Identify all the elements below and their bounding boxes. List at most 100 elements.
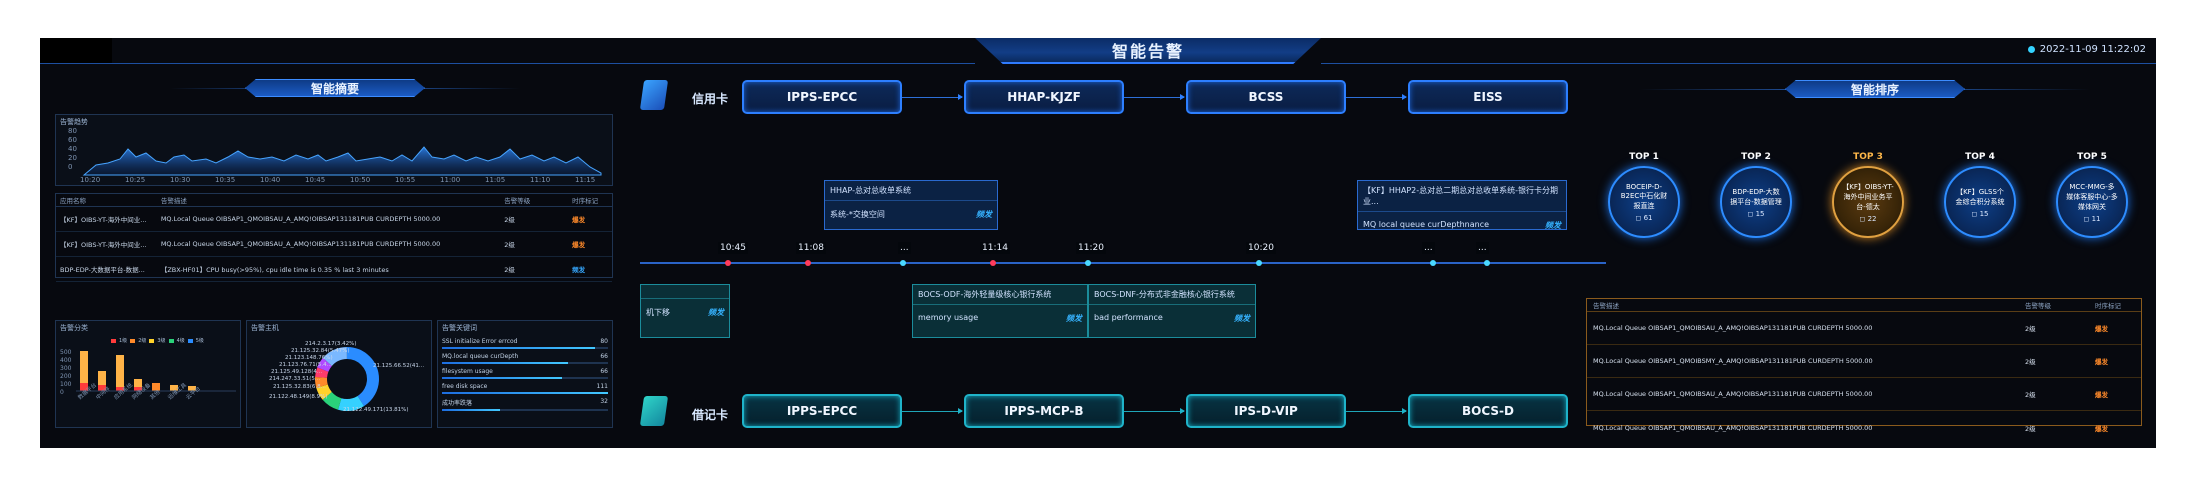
category-title: 告警分类 — [60, 324, 88, 332]
keyword-count: 32 — [600, 398, 608, 405]
node-debit-2[interactable]: IPPS-MCP-B — [964, 394, 1124, 428]
col-desc: 告警描述 — [160, 197, 187, 205]
bar — [116, 355, 124, 391]
table-row[interactable]: MQ.Local Queue OIBSAP1_QMOIBSMY_A_AMQ!OI… — [1587, 345, 2141, 378]
keyword-count: 80 — [600, 338, 608, 345]
row-desc: MQ.Local Queue OIBSAP1_QMOIBSAU_A_AMQ!OI… — [1593, 390, 1873, 398]
bar — [80, 351, 88, 391]
col-app: 应用名称 — [60, 197, 86, 205]
node-credit-4[interactable]: EISS — [1408, 80, 1568, 114]
table-row[interactable]: 【KF】OIBS-YT-海外中间业...MQ.Local Queue OIBSA… — [56, 232, 612, 257]
y-tick: 0 — [60, 389, 64, 396]
keyword-bar — [442, 377, 608, 379]
x-tick: 10:20 — [80, 176, 101, 184]
node-credit-2[interactable]: HHAP-KJZF — [964, 80, 1124, 114]
alert-tooltip[interactable]: HHAP-总对总收单系统 系统-*交换空间频发 — [824, 180, 998, 230]
node-label: BCSS — [1248, 90, 1284, 104]
trend-chart — [82, 146, 602, 176]
timeline-time: ... — [1476, 242, 1489, 254]
top-name: 【KF】OIBS-YT-海外中间业务平台-德太 — [1842, 182, 1894, 211]
host-label: 21.122.48.149(8.9%) — [269, 394, 328, 400]
row-tag: 爆发 — [2095, 325, 2108, 333]
host-label: 21.123.148.76%) — [285, 355, 333, 361]
node-debit-1[interactable]: IPPS-EPCC — [742, 394, 902, 428]
keyword-count: 111 — [596, 383, 608, 390]
top-count-wrap: ◻ 61 — [1635, 213, 1653, 222]
node-debit-4[interactable]: BOCS-D — [1408, 394, 1568, 428]
table-row[interactable]: MQ.Local Queue OIBSAP1_QMOIBSAU_A_AMQ!OI… — [1587, 312, 2141, 345]
alert-tooltip[interactable]: 机下移 频发 — [640, 284, 730, 338]
tooltip-body: memory usage — [918, 313, 979, 322]
keyword-name: MQ.local queue curDepth — [442, 353, 519, 360]
top-name: MCC-MMG-多媒体客服中心-多媒体网关 — [2066, 182, 2118, 211]
host-title: 告警主机 — [251, 324, 279, 332]
top-circle-3[interactable]: 【KF】OIBS-YT-海外中间业务平台-德太◻ 22 — [1832, 166, 1904, 238]
timeline-dot[interactable] — [1085, 260, 1091, 266]
table-header: 告警描述 告警等级 时序标记 — [1587, 299, 2141, 312]
row-desc: MQ.Local Queue OIBSAP1_QMOIBSAU_A_AMQ!OI… — [1593, 324, 1873, 332]
bar — [116, 387, 124, 391]
black-corner-block — [40, 38, 112, 64]
tooltip-title — [641, 285, 729, 299]
timeline-time: 10:20 — [1246, 242, 1276, 254]
tooltip-link[interactable]: 频发 — [976, 210, 992, 219]
tooltip-link[interactable]: 频发 — [1066, 314, 1082, 323]
row-desc: MQ.Local Queue OIBSAP1_QMOIBSMY_A_AMQ!OI… — [1593, 357, 1873, 365]
app-alert-table: 应用名称 告警描述 告警等级 时序标记 【KF】OIBS-YT-海外中间业...… — [55, 193, 613, 282]
tooltip-link[interactable]: 频发 — [708, 308, 724, 317]
node-credit-1[interactable]: IPPS-EPCC — [742, 80, 902, 114]
timeline-dot[interactable] — [1256, 260, 1262, 266]
timeline-dot[interactable] — [1430, 260, 1436, 266]
tooltip-link[interactable]: 频发 — [1545, 221, 1561, 230]
alert-tooltip[interactable]: 【KF】HHAP2-总对总二期总对总收单系统-银行卡分期业... MQ loca… — [1357, 180, 1567, 230]
timeline-dot[interactable] — [805, 260, 811, 266]
row-level: 2级 — [504, 241, 515, 249]
table-row[interactable]: BDP-EDP-大数据平台-数据...【ZBX-HF01】CPU busy(>9… — [56, 257, 612, 282]
timeline-dot[interactable] — [1484, 260, 1490, 266]
bar — [152, 383, 160, 391]
col-level: 告警等级 — [504, 197, 531, 205]
timeline-time: 11:08 — [796, 242, 826, 254]
row-level: 2级 — [2025, 424, 2036, 433]
tooltip-link[interactable]: 频发 — [1234, 314, 1250, 323]
table-row[interactable]: MQ.Local Queue OIBSAP1_QMOIBSAU_A_AMQ!OI… — [1587, 411, 2141, 444]
tooltip-title: HHAP-总对总收单系统 — [825, 181, 997, 201]
table-row[interactable]: MQ.Local Queue OIBSAP1_QMOIBSAU_A_AMQ!OI… — [1587, 378, 2141, 411]
y-tick: 0 — [68, 163, 73, 171]
bar — [188, 386, 196, 391]
trend-title: 告警趋势 — [60, 118, 88, 126]
top-rank: TOP 1 — [1629, 152, 1659, 162]
table-row[interactable]: 【KF】OIBS-YT-海外中间业...MQ.Local Queue OIBSA… — [56, 207, 612, 232]
node-debit-3[interactable]: IPS-D-VIP — [1186, 394, 1346, 428]
left-title-text: 智能摘要 — [310, 81, 359, 96]
top-circle-1[interactable]: BOCEIP-D-B2EC中石化财报直连◻ 61 — [1608, 166, 1680, 238]
host-label: 21.122.49.171(13.81%) — [343, 407, 409, 413]
node-label: IPPS-EPCC — [786, 90, 858, 104]
col-tag: 时序标记 — [2095, 302, 2121, 310]
timeline-dot[interactable] — [990, 260, 996, 266]
timeline-dot[interactable] — [900, 260, 906, 266]
top-circle-5[interactable]: MCC-MMG-多媒体客服中心-多媒体网关 ◻ 11 — [2056, 166, 2128, 238]
tooltip-body: 机下移 — [646, 308, 670, 317]
flow-arrow — [1346, 94, 1407, 100]
y-tick: 400 — [60, 357, 72, 364]
keyword-bar — [442, 392, 608, 394]
node-label: EISS — [1473, 90, 1503, 104]
top-circle-2[interactable]: BDP-EDP-大数据平台-数据管理◻ 15 — [1720, 166, 1792, 238]
timeline-dot[interactable] — [725, 260, 731, 266]
top-circle-4[interactable]: 【KF】GLSS个金综合积分系统◻ 15 — [1944, 166, 2016, 238]
top-count-wrap: ◻ 11 — [2083, 214, 2101, 223]
x-tick: 11:10 — [530, 176, 551, 184]
right-title-text: 智能排序 — [1850, 82, 1899, 97]
row-desc: 【ZBX-HF01】CPU busy(>95%), cpu idle time … — [160, 266, 389, 274]
top-count-wrap: ◻ 15 — [1971, 209, 1989, 218]
node-label: IPPS-EPCC — [786, 404, 858, 418]
legend-swatch — [187, 338, 193, 343]
legend-swatch — [149, 338, 155, 343]
node-credit-3[interactable]: BCSS — [1186, 80, 1346, 114]
